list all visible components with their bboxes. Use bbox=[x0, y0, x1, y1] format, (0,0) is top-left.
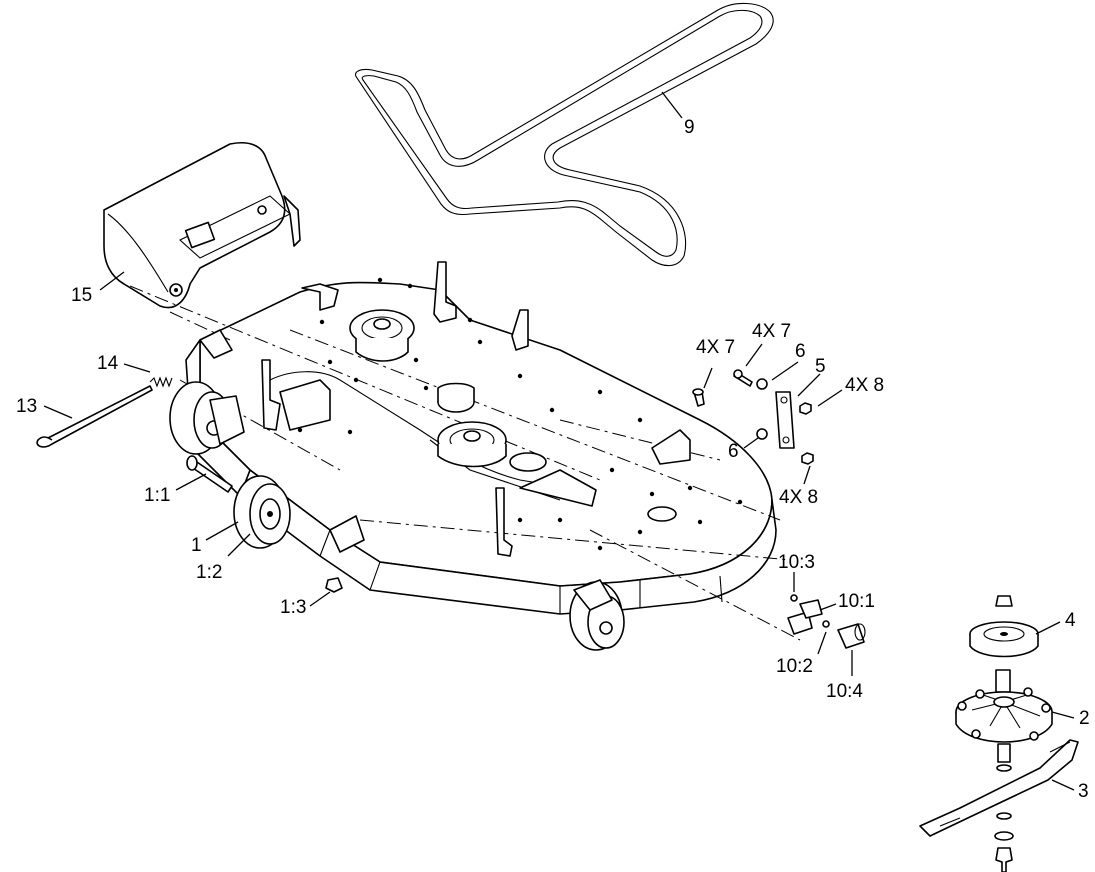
leader-lines bbox=[43, 91, 1075, 791]
callout-10-4: 10:4 bbox=[826, 681, 863, 702]
grease-fitting-assembly bbox=[787, 594, 866, 649]
wheel-nut bbox=[325, 577, 343, 593]
callout-14: 14 bbox=[97, 353, 119, 374]
deck-rod bbox=[36, 385, 153, 448]
callout-1: 1 bbox=[191, 535, 202, 556]
deck-caster-wheels bbox=[169, 381, 625, 651]
spindle-housing bbox=[955, 669, 1053, 763]
callout-3: 3 bbox=[1078, 781, 1089, 802]
callout-4x8-upper: 4X 8 bbox=[845, 375, 885, 396]
deck-pulleys bbox=[349, 309, 677, 522]
callout-4x7-shoulder-bolt: 4X 7 bbox=[752, 321, 792, 342]
callout-13: 13 bbox=[16, 396, 38, 417]
caster-wheel bbox=[233, 475, 291, 549]
callout-15: 15 bbox=[71, 285, 93, 306]
callout-5: 5 bbox=[815, 356, 826, 377]
callout-2: 2 bbox=[1079, 708, 1090, 729]
callout-4: 4 bbox=[1065, 610, 1076, 631]
drive-belt bbox=[354, 2, 774, 267]
mower-blade bbox=[919, 739, 1079, 872]
callout-1-2: 1:2 bbox=[196, 562, 223, 583]
spindle-pulley bbox=[969, 595, 1039, 658]
callout-6-upper: 6 bbox=[795, 341, 806, 362]
callout-6-lower: 6 bbox=[728, 441, 739, 462]
idler-hardware bbox=[692, 369, 814, 465]
callout-10-1: 10:1 bbox=[838, 591, 875, 612]
callout-4x8-lower: 4X 8 bbox=[779, 487, 819, 508]
callout-1-3: 1:3 bbox=[280, 597, 307, 618]
deck-brackets bbox=[199, 261, 691, 557]
callout-1-1: 1:1 bbox=[144, 485, 171, 506]
callout-4x7-bolt: 4X 7 bbox=[696, 337, 736, 358]
callout-9: 9 bbox=[684, 117, 695, 138]
callout-10-3: 10:3 bbox=[778, 552, 815, 573]
discharge-chute bbox=[103, 142, 301, 309]
callout-10-2: 10:2 bbox=[776, 656, 813, 677]
deck-mounting-holes bbox=[297, 277, 743, 551]
wheel-bolt bbox=[186, 455, 233, 493]
spring bbox=[149, 376, 173, 388]
